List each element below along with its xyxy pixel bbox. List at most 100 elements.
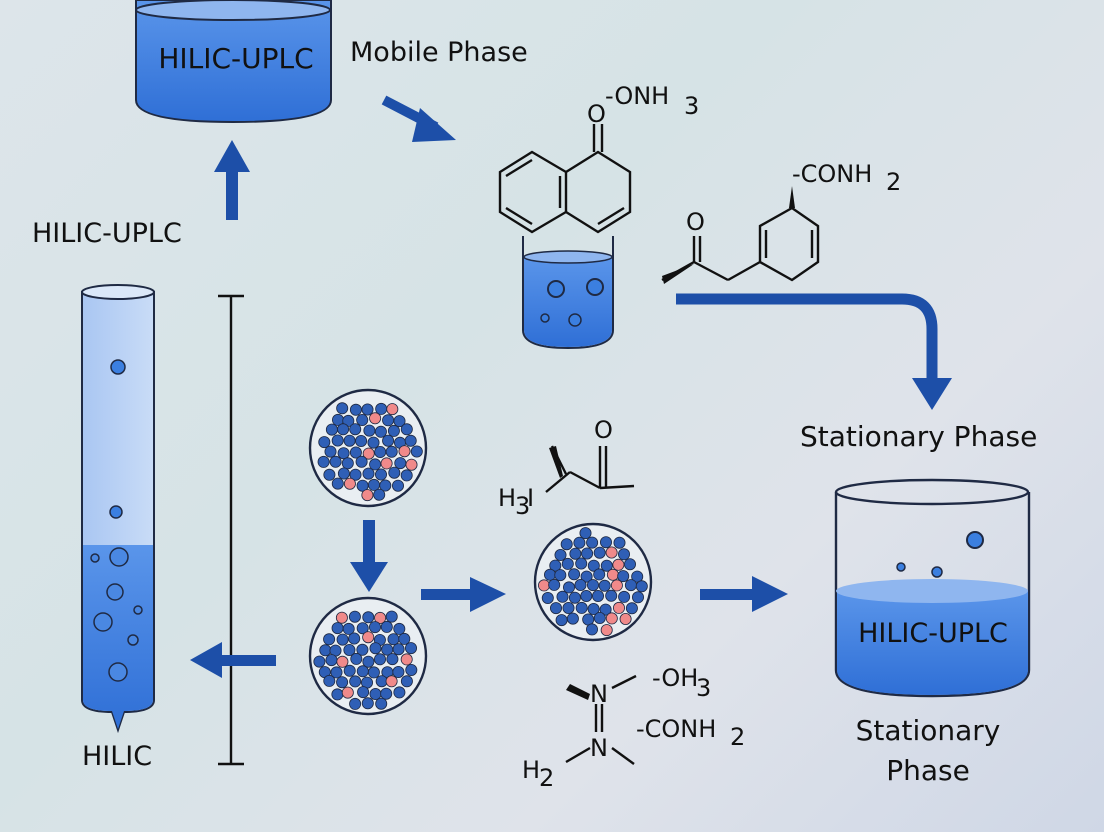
- bead: [375, 697, 388, 710]
- bead: [605, 589, 618, 602]
- bead: [349, 403, 362, 416]
- bead-highlight: [362, 447, 375, 460]
- bead: [400, 469, 413, 482]
- bead: [317, 455, 330, 468]
- bead: [618, 548, 631, 561]
- bead: [593, 568, 606, 581]
- stationary-phase-line2: Phase: [886, 754, 970, 787]
- bead-highlight: [335, 611, 348, 624]
- bead: [392, 666, 405, 679]
- bead-highlight: [538, 579, 551, 592]
- bead-highlight: [400, 653, 413, 666]
- bead-highlight: [341, 686, 354, 699]
- bead: [343, 644, 356, 657]
- h3i-subscript: 3: [515, 492, 530, 520]
- bead: [394, 457, 407, 470]
- bead: [362, 467, 375, 480]
- hydrazine-wedge: [566, 684, 590, 700]
- bead: [625, 602, 638, 615]
- right-arrow-middle: [421, 577, 506, 612]
- bead-highlight: [362, 631, 375, 644]
- bead-cluster-top: [308, 388, 428, 508]
- bead: [580, 570, 593, 583]
- bead: [592, 590, 605, 603]
- h3i-i: I: [527, 484, 534, 512]
- bead: [388, 466, 401, 479]
- bead-highlight: [600, 624, 613, 637]
- bead: [336, 676, 349, 689]
- bead: [593, 612, 606, 625]
- mobile-phase-label: Mobile Phase: [350, 37, 528, 68]
- bead: [367, 666, 380, 679]
- bead: [548, 578, 561, 591]
- oh3-group: -OH: [652, 664, 698, 692]
- bead: [382, 434, 395, 447]
- bead: [373, 488, 386, 501]
- bead: [581, 547, 594, 560]
- bead: [379, 479, 392, 492]
- bead: [337, 447, 350, 460]
- top-beaker-label: HILIC-UPLC: [158, 42, 313, 75]
- bead: [367, 436, 380, 449]
- bead: [373, 653, 386, 666]
- bead: [410, 445, 423, 458]
- h3i-h: H: [498, 484, 516, 512]
- bead: [380, 687, 393, 700]
- bead-highlight: [374, 611, 387, 624]
- bead: [374, 425, 387, 438]
- bead: [368, 621, 381, 634]
- bead: [393, 415, 406, 428]
- hydrazine-n-upper: N: [590, 680, 608, 708]
- bead: [544, 568, 557, 581]
- bead: [550, 602, 563, 615]
- bead: [554, 569, 567, 582]
- h2-subscript: 2: [539, 764, 554, 792]
- bead: [632, 591, 645, 604]
- bead: [569, 547, 582, 560]
- right-beaker: HILIC-UPLC: [834, 478, 1031, 698]
- bead: [356, 665, 369, 678]
- bead: [400, 423, 413, 436]
- bead: [361, 403, 374, 416]
- bead: [323, 468, 336, 481]
- bead: [331, 688, 344, 701]
- bead: [624, 558, 637, 571]
- bead-highlight: [605, 546, 618, 559]
- bead: [323, 674, 336, 687]
- bead: [400, 675, 413, 688]
- bead: [341, 457, 354, 470]
- bead: [598, 579, 611, 592]
- bead: [393, 622, 406, 635]
- bead: [580, 590, 593, 603]
- bead: [575, 601, 588, 614]
- bead: [386, 653, 399, 666]
- bead: [549, 559, 562, 572]
- bead: [313, 655, 326, 668]
- bead-highlight: [613, 601, 626, 614]
- right-arrow-to-beaker: [700, 576, 788, 612]
- left-arrow: [190, 642, 276, 678]
- test-tube: [81, 284, 155, 734]
- fragment-wedge: [549, 446, 563, 478]
- bead-highlight: [619, 613, 632, 626]
- bead-highlight: [369, 412, 382, 425]
- bead: [349, 697, 362, 710]
- bead: [336, 633, 349, 646]
- bead: [380, 620, 393, 633]
- naphthalenone-molecule: [498, 124, 632, 234]
- bead: [560, 538, 573, 551]
- bead-highlight: [361, 489, 374, 502]
- bead: [405, 664, 418, 677]
- bead: [319, 644, 332, 657]
- bead: [391, 479, 404, 492]
- bead-highlight: [336, 655, 349, 668]
- bead-highlight: [385, 675, 398, 688]
- bead: [355, 434, 368, 447]
- bead: [336, 402, 349, 415]
- bead-highlight: [605, 612, 618, 625]
- bead-cluster-middle: [533, 522, 653, 642]
- bead: [329, 455, 342, 468]
- bead: [562, 602, 575, 615]
- conh2-top-subscript: 2: [886, 168, 901, 196]
- onh3-oxygen: O: [587, 100, 606, 128]
